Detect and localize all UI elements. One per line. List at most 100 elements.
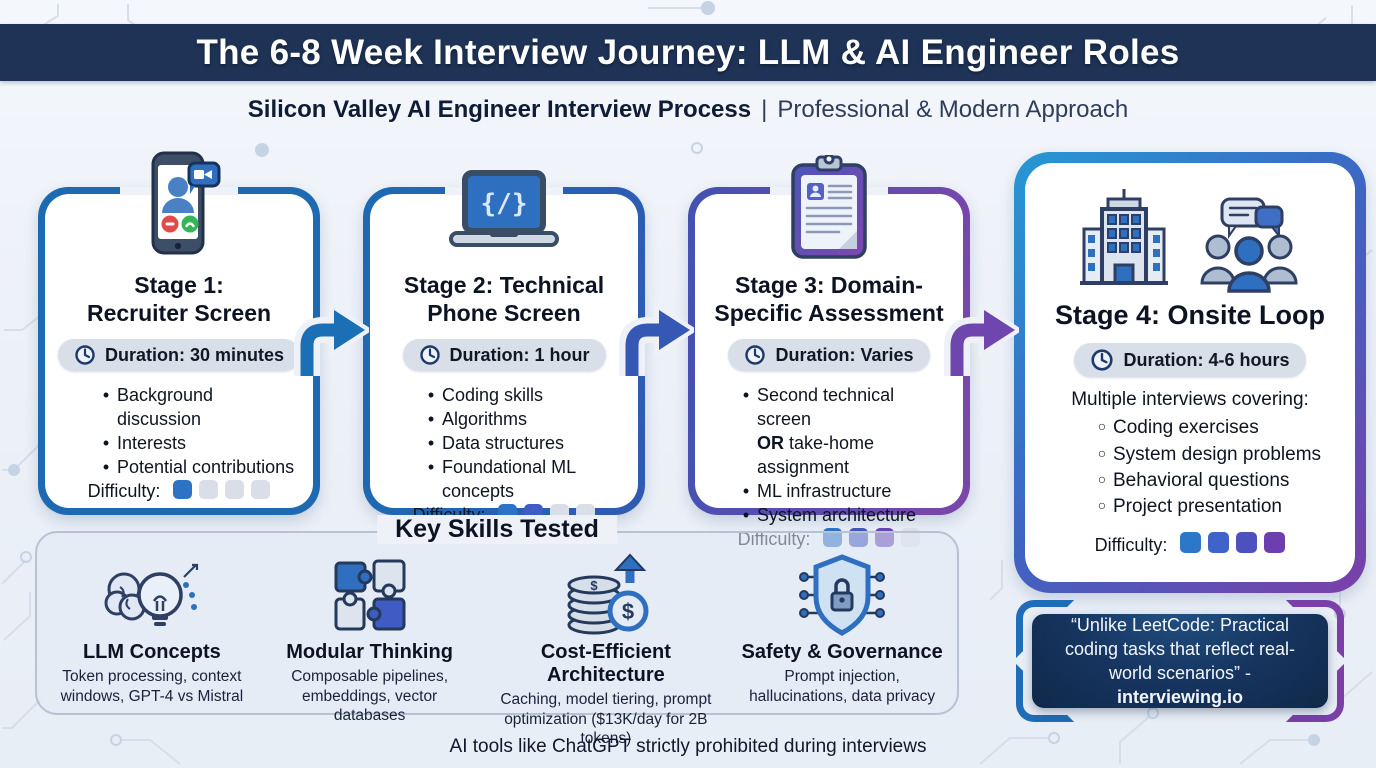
bullet-item: OR take-home assignment <box>757 433 875 477</box>
difficulty-square <box>1180 532 1202 553</box>
stage-title-line: Stage 2: Technical <box>403 272 605 298</box>
puzzle-pieces-icon <box>328 553 412 637</box>
bracket-corner-top-left <box>1016 600 1074 658</box>
stage-3-title: Stage 3: Domain- Specific Assessment <box>714 272 943 327</box>
stage-4-bullets: ○Coding exercises ○System design problems… <box>1039 415 1341 520</box>
flow-arrow-1 <box>294 302 369 376</box>
bullet-item: •Second technical screen <box>742 385 895 430</box>
bullet-item: •Potential contributions <box>102 457 295 477</box>
duration-text: Duration: 30 minutes <box>104 344 285 365</box>
bullet-item: •Interests <box>102 433 187 454</box>
stage-3-duration-badge: Duration: Varies <box>728 339 930 372</box>
stage-3-card: Stage 3: Domain- Specific Assessment Dur… <box>688 153 970 549</box>
bullet-item: •Coding skills <box>427 385 544 406</box>
svg-text:{/}: {/} <box>481 189 528 219</box>
quote-panel: “Unlike LeetCode: Practical coding tasks… <box>1016 600 1344 722</box>
subtitle: Silicon Valley AI Engineer Interview Pro… <box>0 96 1376 124</box>
difficulty-label: Difficulty: <box>87 481 161 502</box>
duration-text: Duration: Varies <box>775 344 914 365</box>
skill-desc: Token processing, context windows, GPT-4… <box>60 668 244 705</box>
svg-text:$: $ <box>622 599 634 624</box>
stage-4-card: Stage 4: Onsite Loop Duration: 4-6 hours… <box>1014 152 1366 593</box>
shield-lock-icon <box>792 553 892 637</box>
bullet-item: •ML infrastructure <box>742 480 892 501</box>
subtitle-secondary: Professional & Modern Approach <box>777 96 1129 123</box>
stage-2-bullets: •Coding skills•Algorithms•Data structure… <box>384 384 624 504</box>
discussion-people-icon <box>1200 197 1298 293</box>
stage-title-line: Stage 3: Domain- <box>735 272 923 298</box>
page-title: The 6-8 Week Interview Journey: LLM & AI… <box>196 32 1180 72</box>
quote-source: interviewing.io <box>1116 687 1244 708</box>
bracket-corner-bottom-right <box>1286 664 1344 722</box>
flow-arrow-3 <box>944 302 1019 376</box>
bullet-item: ○Behavioral questions <box>1097 469 1290 491</box>
bullet-item: •Background discussion <box>102 385 214 430</box>
skill-desc: Composable pipelines, embeddings, vector… <box>291 668 449 725</box>
skill-title: Cost-Efficient Architecture <box>540 641 671 686</box>
bullet-item: •System architecture <box>742 504 917 525</box>
bullet-item: ○Project presentation <box>1097 496 1282 518</box>
coins-dollar-growth-icon: $ $ <box>556 553 656 637</box>
difficulty-square <box>1264 532 1286 553</box>
stage-title-line: Stage 1: <box>134 272 224 298</box>
stage-4-intro: Multiple interviews covering: <box>1071 389 1309 411</box>
stage-4-icons <box>1078 183 1302 295</box>
stage-4-difficulty: Difficulty: <box>1095 532 1286 562</box>
difficulty-square <box>225 479 245 499</box>
bullet-item: •Algorithms <box>427 409 528 430</box>
difficulty-square <box>1208 532 1230 553</box>
difficulty-square <box>251 479 271 499</box>
skill-cost-efficient-architecture: $ $ Cost-Efficient Architecture Caching,… <box>478 553 733 749</box>
stage-1-title: Stage 1: Recruiter Screen <box>87 272 271 327</box>
stage-2-title: Stage 2: Technical Phone Screen <box>404 272 604 327</box>
skill-modular-thinking: Modular Thinking Composable pipelines, e… <box>261 553 479 726</box>
stage-title-line: Specific Assessment <box>714 299 944 326</box>
difficulty-label: Difficulty: <box>1094 534 1168 555</box>
clock-icon <box>419 345 440 365</box>
subtitle-separator: | <box>761 96 768 123</box>
skills-row: LLM Concepts Token processing, context w… <box>37 533 957 749</box>
bullet-item: ○Coding exercises <box>1097 417 1259 439</box>
quote-box: “Unlike LeetCode: Practical coding tasks… <box>1032 614 1328 708</box>
difficulty-squares <box>166 479 271 504</box>
difficulty-squares <box>1173 532 1286 558</box>
stage-title-line: Phone Screen <box>427 299 581 326</box>
brain-lightbulb-icon <box>96 553 208 637</box>
skill-desc: Prompt injection, hallucinations, data p… <box>749 668 936 705</box>
footer-note: AI tools like ChatGPT strictly prohibite… <box>449 736 927 757</box>
flow-arrow-2 <box>619 302 694 376</box>
skill-safety-governance: Safety & Governance Prompt injection, ha… <box>733 553 951 706</box>
duration-text: Duration: 4-6 hours <box>1123 349 1290 370</box>
stage-1-duration-badge: Duration: 30 minutes <box>57 339 301 372</box>
phone-video-call-icon <box>135 151 223 262</box>
stage-title-line: Recruiter Screen <box>86 299 272 326</box>
subtitle-primary: Silicon Valley AI Engineer Interview Pro… <box>247 96 752 123</box>
skill-title: Modular Thinking <box>286 641 453 663</box>
clock-icon <box>745 345 766 365</box>
duration-text: Duration: 1 hour <box>449 344 590 365</box>
svg-text:$: $ <box>590 578 598 593</box>
difficulty-square <box>173 479 193 499</box>
bullet-item: ○System design problems <box>1097 443 1322 465</box>
stage-2-duration-badge: Duration: 1 hour <box>402 339 606 372</box>
bracket-corner-bottom-left <box>1016 664 1074 722</box>
stage-4-title: Stage 4: Onsite Loop <box>1055 299 1325 331</box>
header-banner: The 6-8 Week Interview Journey: LLM & AI… <box>0 24 1376 81</box>
stage-2-card: {/} Stage 2: Technical Phone Screen Dura… <box>363 170 645 525</box>
quote-text: “Unlike LeetCode: Practical coding tasks… <box>1064 614 1296 683</box>
key-skills-section: Key Skills Tested <box>35 515 959 747</box>
stage-1-card: Stage 1: Recruiter Screen Duration: 30 m… <box>38 151 320 515</box>
difficulty-square <box>1236 532 1258 553</box>
stage-title-line: Stage 4: Onsite Loop <box>1054 300 1326 330</box>
stage-4-duration-badge: Duration: 4-6 hours <box>1074 343 1306 378</box>
bracket-corner-top-right <box>1286 600 1344 658</box>
laptop-code-icon: {/} <box>443 169 565 256</box>
skill-llm-concepts: LLM Concepts Token processing, context w… <box>43 553 261 706</box>
skills-section-title: Key Skills Tested <box>377 515 617 544</box>
stage-1-difficulty: Difficulty: <box>87 479 271 508</box>
skill-title: LLM Concepts <box>82 641 221 663</box>
office-building-icon <box>1080 189 1168 285</box>
skill-desc: Caching, model tiering, prompt optimizat… <box>500 691 712 748</box>
